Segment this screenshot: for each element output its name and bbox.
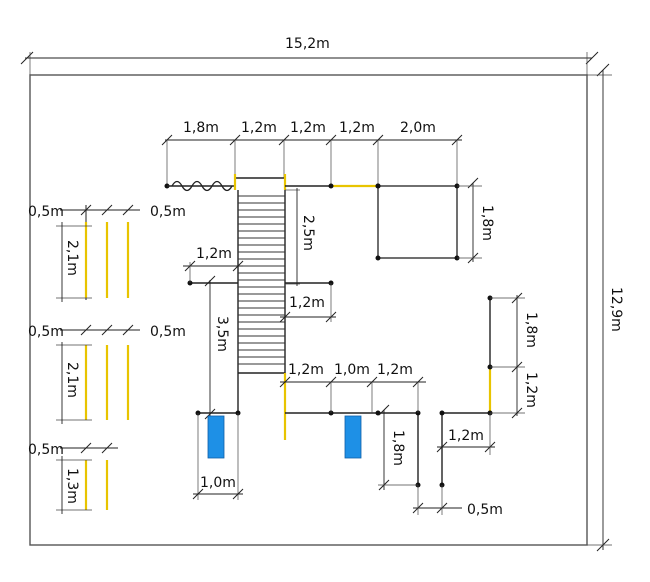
left-mid-label: 1,2m bbox=[196, 246, 232, 262]
right-u-width-label: 1,2m bbox=[448, 428, 484, 444]
top-dim-5: 2,0m bbox=[400, 120, 436, 136]
right-u-gap-label: 0,5m bbox=[467, 502, 503, 518]
bottom-right-depth: 1,8m bbox=[390, 430, 406, 466]
right-post-1-label: 1,8m bbox=[523, 312, 539, 348]
bars-group-3: 0,5m 1,3m bbox=[28, 442, 118, 514]
bottom-dim-2: 1,0m bbox=[334, 362, 370, 378]
top-dimension-chain: 1,8m 1,2m 1,2m 1,2m 2,0m bbox=[161, 120, 463, 185]
top-dim-4: 1,2m bbox=[339, 120, 375, 136]
overall-width-dimension: 15,2m bbox=[20, 36, 599, 75]
ladder: 2,5m bbox=[237, 188, 316, 374]
left-mid-beam: 1,2m bbox=[183, 246, 244, 286]
bottom-dim-1: 1,2m bbox=[288, 362, 324, 378]
top-dim-2: 1,2m bbox=[241, 120, 277, 136]
stair-length-dimension: 3,5m bbox=[204, 275, 230, 420]
overall-width-label: 15,2m bbox=[285, 36, 330, 52]
bars1-left-label: 0,5m bbox=[28, 204, 64, 220]
bars-group-1: 0,5m 0,5m 2,1m bbox=[28, 204, 186, 302]
square-side-label: 1,8m bbox=[479, 205, 495, 241]
top-dim-3: 1,2m bbox=[290, 120, 326, 136]
right-mid-label: 1,2m bbox=[289, 295, 325, 311]
top-dim-1: 1,8m bbox=[183, 120, 219, 136]
ladder-length-label: 2,5m bbox=[300, 215, 316, 251]
top-platform bbox=[233, 174, 381, 190]
overall-height-label: 12,9m bbox=[608, 287, 624, 332]
bars-group-2: 0,5m 0,5m 2,1m bbox=[28, 324, 186, 424]
right-u-structure: 1,2m 0,5m 1,8m 1,2m bbox=[412, 292, 539, 518]
bottom-center-chain: 1,2m 1,0m 1,2m 1,8m bbox=[279, 362, 426, 491]
bottom-dim-3: 1,2m bbox=[377, 362, 413, 378]
bars2-height-label: 2,1m bbox=[64, 362, 80, 398]
overall-height-dimension: 12,9m bbox=[587, 63, 624, 552]
spiral-element bbox=[164, 180, 235, 192]
slide-blue-left bbox=[207, 415, 225, 459]
left-slide: 1,0m bbox=[192, 373, 244, 500]
bars3-left-label: 0,5m bbox=[28, 442, 64, 458]
bars1-right-label: 0,5m bbox=[150, 204, 186, 220]
site-boundary bbox=[29, 74, 588, 546]
bars2-left-label: 0,5m bbox=[28, 324, 64, 340]
square-frame: 1,8m bbox=[375, 177, 495, 264]
right-mid-beam: 1,2m bbox=[279, 280, 337, 323]
bars1-height-label: 2,1m bbox=[64, 240, 80, 276]
left-slide-width: 1,0m bbox=[200, 475, 236, 491]
right-post-2-label: 1,2m bbox=[523, 372, 539, 408]
stair-length-label: 3,5m bbox=[214, 316, 230, 352]
slide-blue-center bbox=[344, 415, 362, 459]
bars2-right-label: 0,5m bbox=[150, 324, 186, 340]
bars3-height-label: 1,3m bbox=[64, 468, 80, 504]
